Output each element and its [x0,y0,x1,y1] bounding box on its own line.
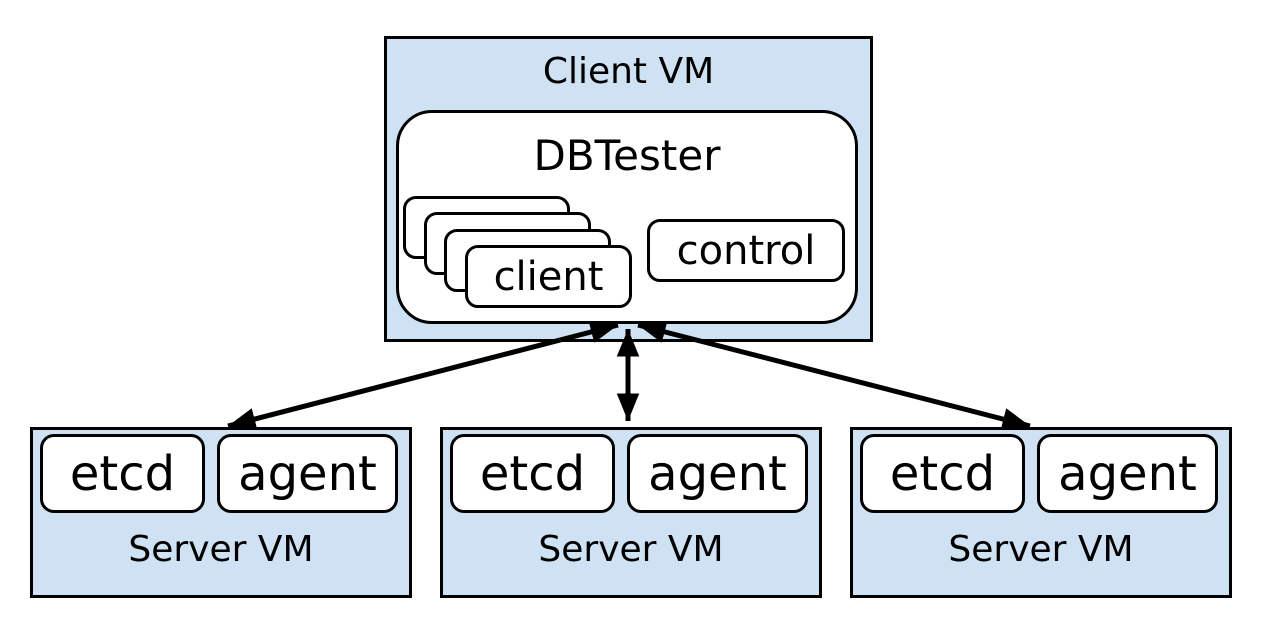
agent-node-label: agent [238,445,377,502]
agent-node-label: agent [1058,445,1197,502]
control-node-label: control [676,227,816,274]
client-vm-box: Client VM DBTester client control [384,36,873,342]
client-vm-label: Client VM [542,51,715,92]
agent-node-label: agent [648,445,787,502]
server-vm-2-label: Server VM [538,529,724,570]
server-vm-2-box: etcd agent Server VM [440,427,822,598]
etcd-node: etcd [450,434,615,513]
server-vm-3-label: Server VM [948,529,1134,570]
etcd-node-label: etcd [69,445,176,502]
agent-node: agent [217,434,398,513]
client-node-label: client [493,253,604,300]
agent-node: agent [627,434,808,513]
server-vm-1-label: Server VM [128,529,314,570]
etcd-node: etcd [40,434,205,513]
etcd-node: etcd [860,434,1025,513]
etcd-node-label: etcd [479,445,586,502]
client-node: client [465,245,632,308]
etcd-node-label: etcd [889,445,996,502]
agent-node: agent [1037,434,1218,513]
dbtester-box: DBTester client control [396,110,858,324]
dbtester-label: DBTester [533,131,721,180]
server-vm-1-box: etcd agent Server VM [30,427,412,598]
server-vm-3-box: etcd agent Server VM [850,427,1232,598]
control-node: control [647,219,845,282]
